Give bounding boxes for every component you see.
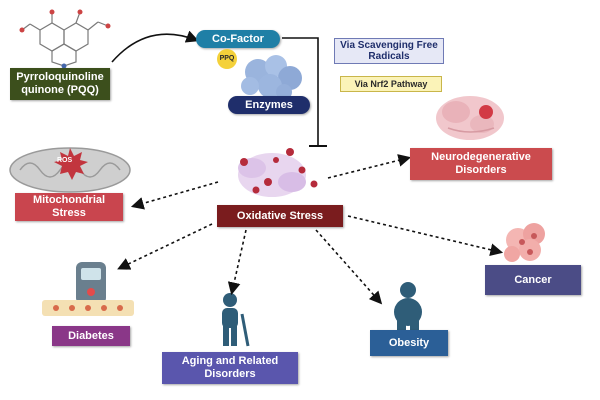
arrow-to-neurodegenerative xyxy=(327,154,412,179)
glucose-meter-icon xyxy=(76,262,106,304)
blood-vessel-icon xyxy=(42,300,134,316)
mitochondrion-icon xyxy=(9,147,131,193)
enzymes-pill: Enzymes xyxy=(228,96,310,114)
cofactor-pill: Co-Factor xyxy=(196,30,280,48)
nrf2-label-box: Via Nrf2 Pathway xyxy=(340,76,442,92)
arrow-pqq-to-cofactor xyxy=(111,30,199,63)
arrow-to-aging xyxy=(227,229,247,296)
inhibition-line xyxy=(282,37,319,146)
ros-label: ROS xyxy=(57,157,73,164)
arrow-to-mitochondrial xyxy=(130,181,219,210)
elderly-person-icon xyxy=(222,293,250,347)
cancer-box: Cancer xyxy=(485,265,581,295)
free-radicals-icon xyxy=(238,148,318,197)
pqq-label-box: Pyrroloquinoline quinone (PQQ) xyxy=(10,68,110,100)
arrow-to-diabetes xyxy=(117,223,213,270)
diabetes-box: Diabetes xyxy=(52,326,130,346)
oxidative-stress-box: Oxidative Stress xyxy=(217,205,343,227)
brain-icon xyxy=(436,96,504,140)
pqq-molecule-icon xyxy=(19,9,111,69)
mitochondrial-stress-box: Mitochondrial Stress xyxy=(15,193,123,221)
cancer-cells-icon xyxy=(504,223,545,262)
aging-box: Aging and Related Disorders xyxy=(162,352,298,384)
scavenging-label-box: Via Scavenging Free Radicals xyxy=(334,38,444,64)
obese-person-icon xyxy=(394,282,422,334)
enzyme-icon xyxy=(241,55,302,100)
arrow-to-cancer xyxy=(347,215,504,257)
neurodegenerative-box: Neurodegenerative Disorders xyxy=(410,148,552,180)
obesity-box: Obesity xyxy=(370,330,448,356)
arrow-to-obesity xyxy=(315,229,383,305)
ppq-badge: PPQ xyxy=(217,49,237,69)
